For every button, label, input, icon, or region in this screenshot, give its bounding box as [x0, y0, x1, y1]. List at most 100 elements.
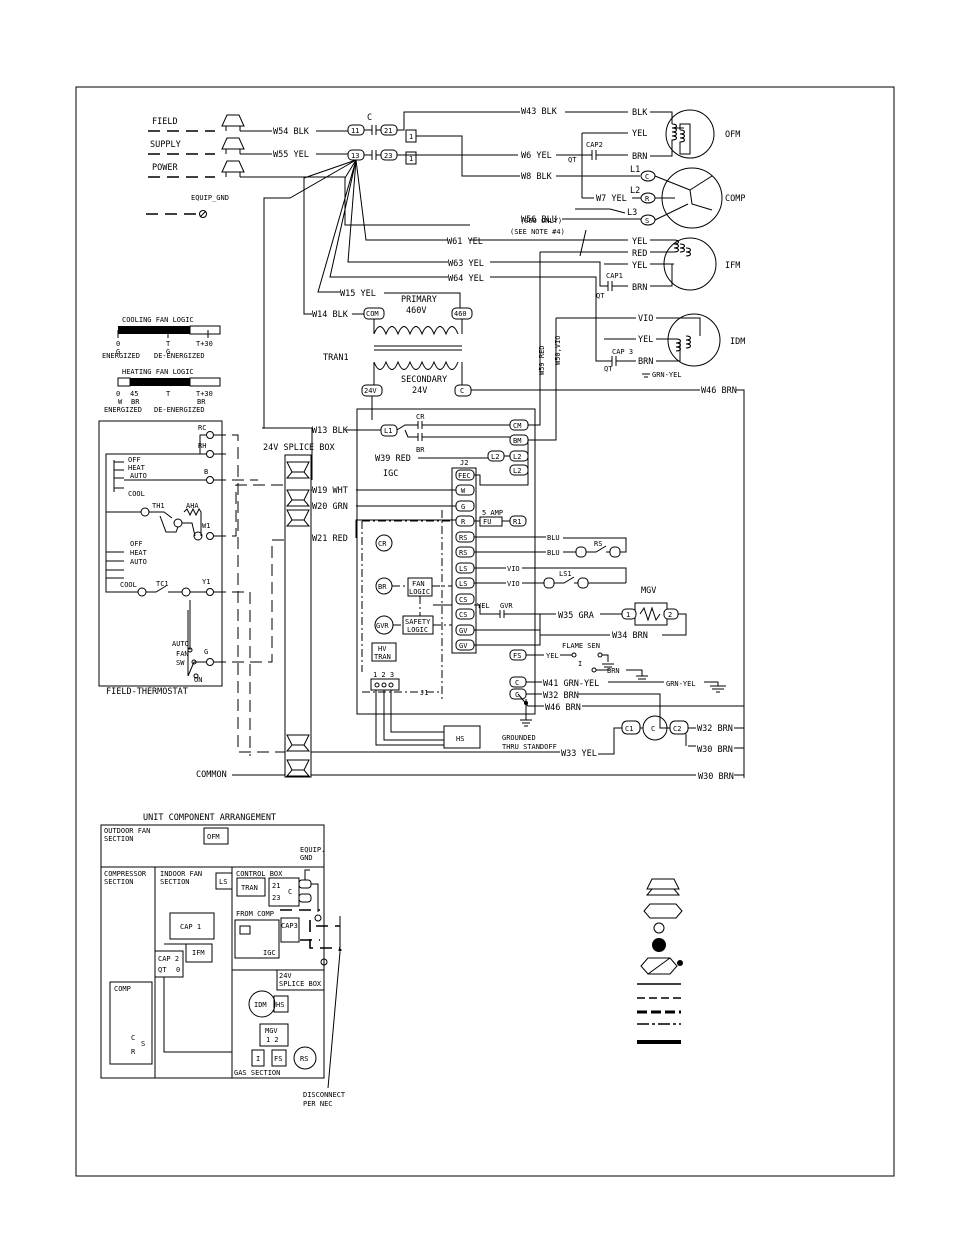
legend-terminal-circle [653, 922, 665, 934]
splice-connector-5 [285, 759, 311, 777]
field-label: FIELD [152, 117, 178, 127]
splice-connector-2 [285, 489, 311, 507]
pin-ls1: LS [459, 565, 467, 573]
field-thermostat: FIELD-THERMOSTAT RC RH OFF HEAT AUTO COO… [98, 420, 223, 697]
outdoor-fan-label: OUTDOOR FAN [104, 827, 150, 835]
arr-ofm: OFM [207, 833, 220, 841]
cool-title: COOLING FAN LOGIC [122, 316, 194, 324]
w30a-label: W30 BRN [697, 745, 733, 755]
igc-cr-text: CR [416, 413, 425, 421]
rs-label: RS [594, 540, 602, 548]
j1-label: J1 [420, 689, 428, 697]
pin-gv1: GV [459, 627, 468, 635]
diagram-frame [75, 86, 895, 1177]
ofm-blk-label: BLK [632, 108, 648, 118]
w19-label: W19 WHT [312, 486, 348, 496]
power-wiring: W54 BLK W55 YEL W43 BLK W6 YEL W8 BLK (0… [263, 107, 640, 429]
heat-45: 45 [130, 390, 138, 398]
supply-label: SUPPLY [150, 140, 181, 150]
com-text: COM [366, 310, 379, 318]
pin-rs2: RS [459, 549, 467, 557]
idm-grn-yel-label: GRN-YEL [652, 371, 682, 379]
comp-s-text: S [645, 217, 649, 225]
contactor-group: C 11 21 1 13 23 1 [347, 113, 417, 165]
j2-pins: FEC W G R RS RS LS LS CS CS GV GV [455, 469, 475, 651]
arr-tran: TRAN [241, 884, 258, 892]
splice-wires: W13 BLK W19 WHT W20 GRN W21 RED W39 RED … [262, 426, 744, 782]
pin-rs1: RS [459, 534, 467, 542]
w15-label: W15 YEL [340, 289, 376, 299]
cooling-fan-logic: COOLING FAN LOGIC 0 G T+30 T+30 T G ENER… [102, 316, 221, 360]
gvr-circle-text: GVR [376, 622, 389, 630]
heat-label: HEAT [128, 464, 146, 472]
aha-label: AHA [186, 502, 199, 510]
ofm-label: OFM [725, 130, 740, 140]
flame-brn-label: BRN [607, 667, 620, 675]
splice-box: 24V SPLICE BOX COMMON [196, 434, 336, 780]
cool-g2: G [166, 348, 170, 356]
w20-label: W20 GRN [312, 502, 348, 512]
heat-br: BR [131, 398, 140, 406]
heat-deenergized: DE-ENERGIZED [154, 406, 205, 414]
heat-t30: T+30 [196, 390, 213, 398]
cap3-qt-label: QT [604, 365, 613, 373]
arr-igc: IGC [263, 949, 276, 957]
t24v-text: 24V [364, 387, 377, 395]
legend-terminal-hex [643, 903, 683, 919]
w6-label: W6 YEL [521, 151, 552, 161]
igc-c1-text: C [515, 679, 519, 687]
legend-splice-symbol [645, 878, 681, 896]
vio2-label: VIO [507, 580, 520, 588]
w41-label: W41 GRN-YEL [543, 679, 599, 689]
igc-cm-text: CM [513, 422, 521, 430]
arr-ls: LS [219, 878, 227, 886]
gas-section-label: GAS SECTION [234, 1069, 280, 1077]
tran1-label: TRAN1 [323, 353, 349, 363]
legend-filled-circle [652, 938, 666, 952]
arr-zero: 0 [176, 966, 180, 974]
mgv-box [634, 602, 668, 626]
arr-21: 21 [272, 882, 280, 890]
idm-brn-label: BRN [638, 357, 653, 367]
arr-cap1: CAP 1 [180, 923, 201, 931]
idm-vio-label: VIO [638, 314, 653, 324]
w56-visible: W56 BLU [521, 215, 557, 225]
control-box-label: CONTROL BOX [236, 870, 283, 878]
cap2-label: CAP2 [586, 141, 603, 149]
heat-title: HEATING FAN LOGIC [122, 368, 194, 376]
w61-label: W61 YEL [447, 237, 483, 247]
arr-comp-s: S [141, 1040, 145, 1048]
w33-label: W33 YEL [561, 749, 597, 759]
splice-connector-3 [285, 509, 311, 527]
heat-0: 0 [116, 390, 120, 398]
ls1-label: LS1 [559, 570, 572, 578]
heat-energized: ENERGIZED [104, 406, 142, 414]
five-amp-label: 5 AMP [482, 509, 503, 517]
y1-label: Y1 [202, 578, 210, 586]
right-grn-yel-label: GRN-YEL [666, 680, 696, 688]
cool-g1: G [116, 348, 120, 356]
comp-r-text: R [645, 195, 650, 203]
indoor-fan-label: INDOOR FAN [160, 870, 202, 878]
thermostat-title: FIELD-THERMOSTAT [106, 687, 188, 697]
legend-symbols [637, 878, 683, 1044]
contactor-label: C [367, 113, 372, 123]
idm-yel-label: YEL [638, 335, 653, 345]
t460-text: 460 [454, 310, 467, 318]
svg-text:T: T [166, 340, 171, 348]
tc-text: C [460, 387, 464, 395]
w1-label: W1 [202, 522, 210, 530]
w55-label: W55 YEL [273, 150, 309, 160]
blu2-label: BLU [547, 549, 560, 557]
heat-t: T [166, 390, 171, 398]
pin-cs1: CS [459, 596, 467, 604]
ifm-motor: (SEE NOTE #4) IFM YEL RED YEL BRN CAP1 Q… [470, 228, 740, 300]
w59-w50-wiring: W59 RED W50,VIO [528, 252, 562, 441]
splice-connector-1 [285, 461, 311, 479]
arr-cap3: CAP3 [281, 922, 298, 930]
off-label: OFF [128, 456, 141, 464]
cool-t30-label: T+30 [196, 340, 213, 348]
comp-label: COMP [725, 194, 745, 204]
ifm-yel2-label: YEL [632, 261, 647, 271]
